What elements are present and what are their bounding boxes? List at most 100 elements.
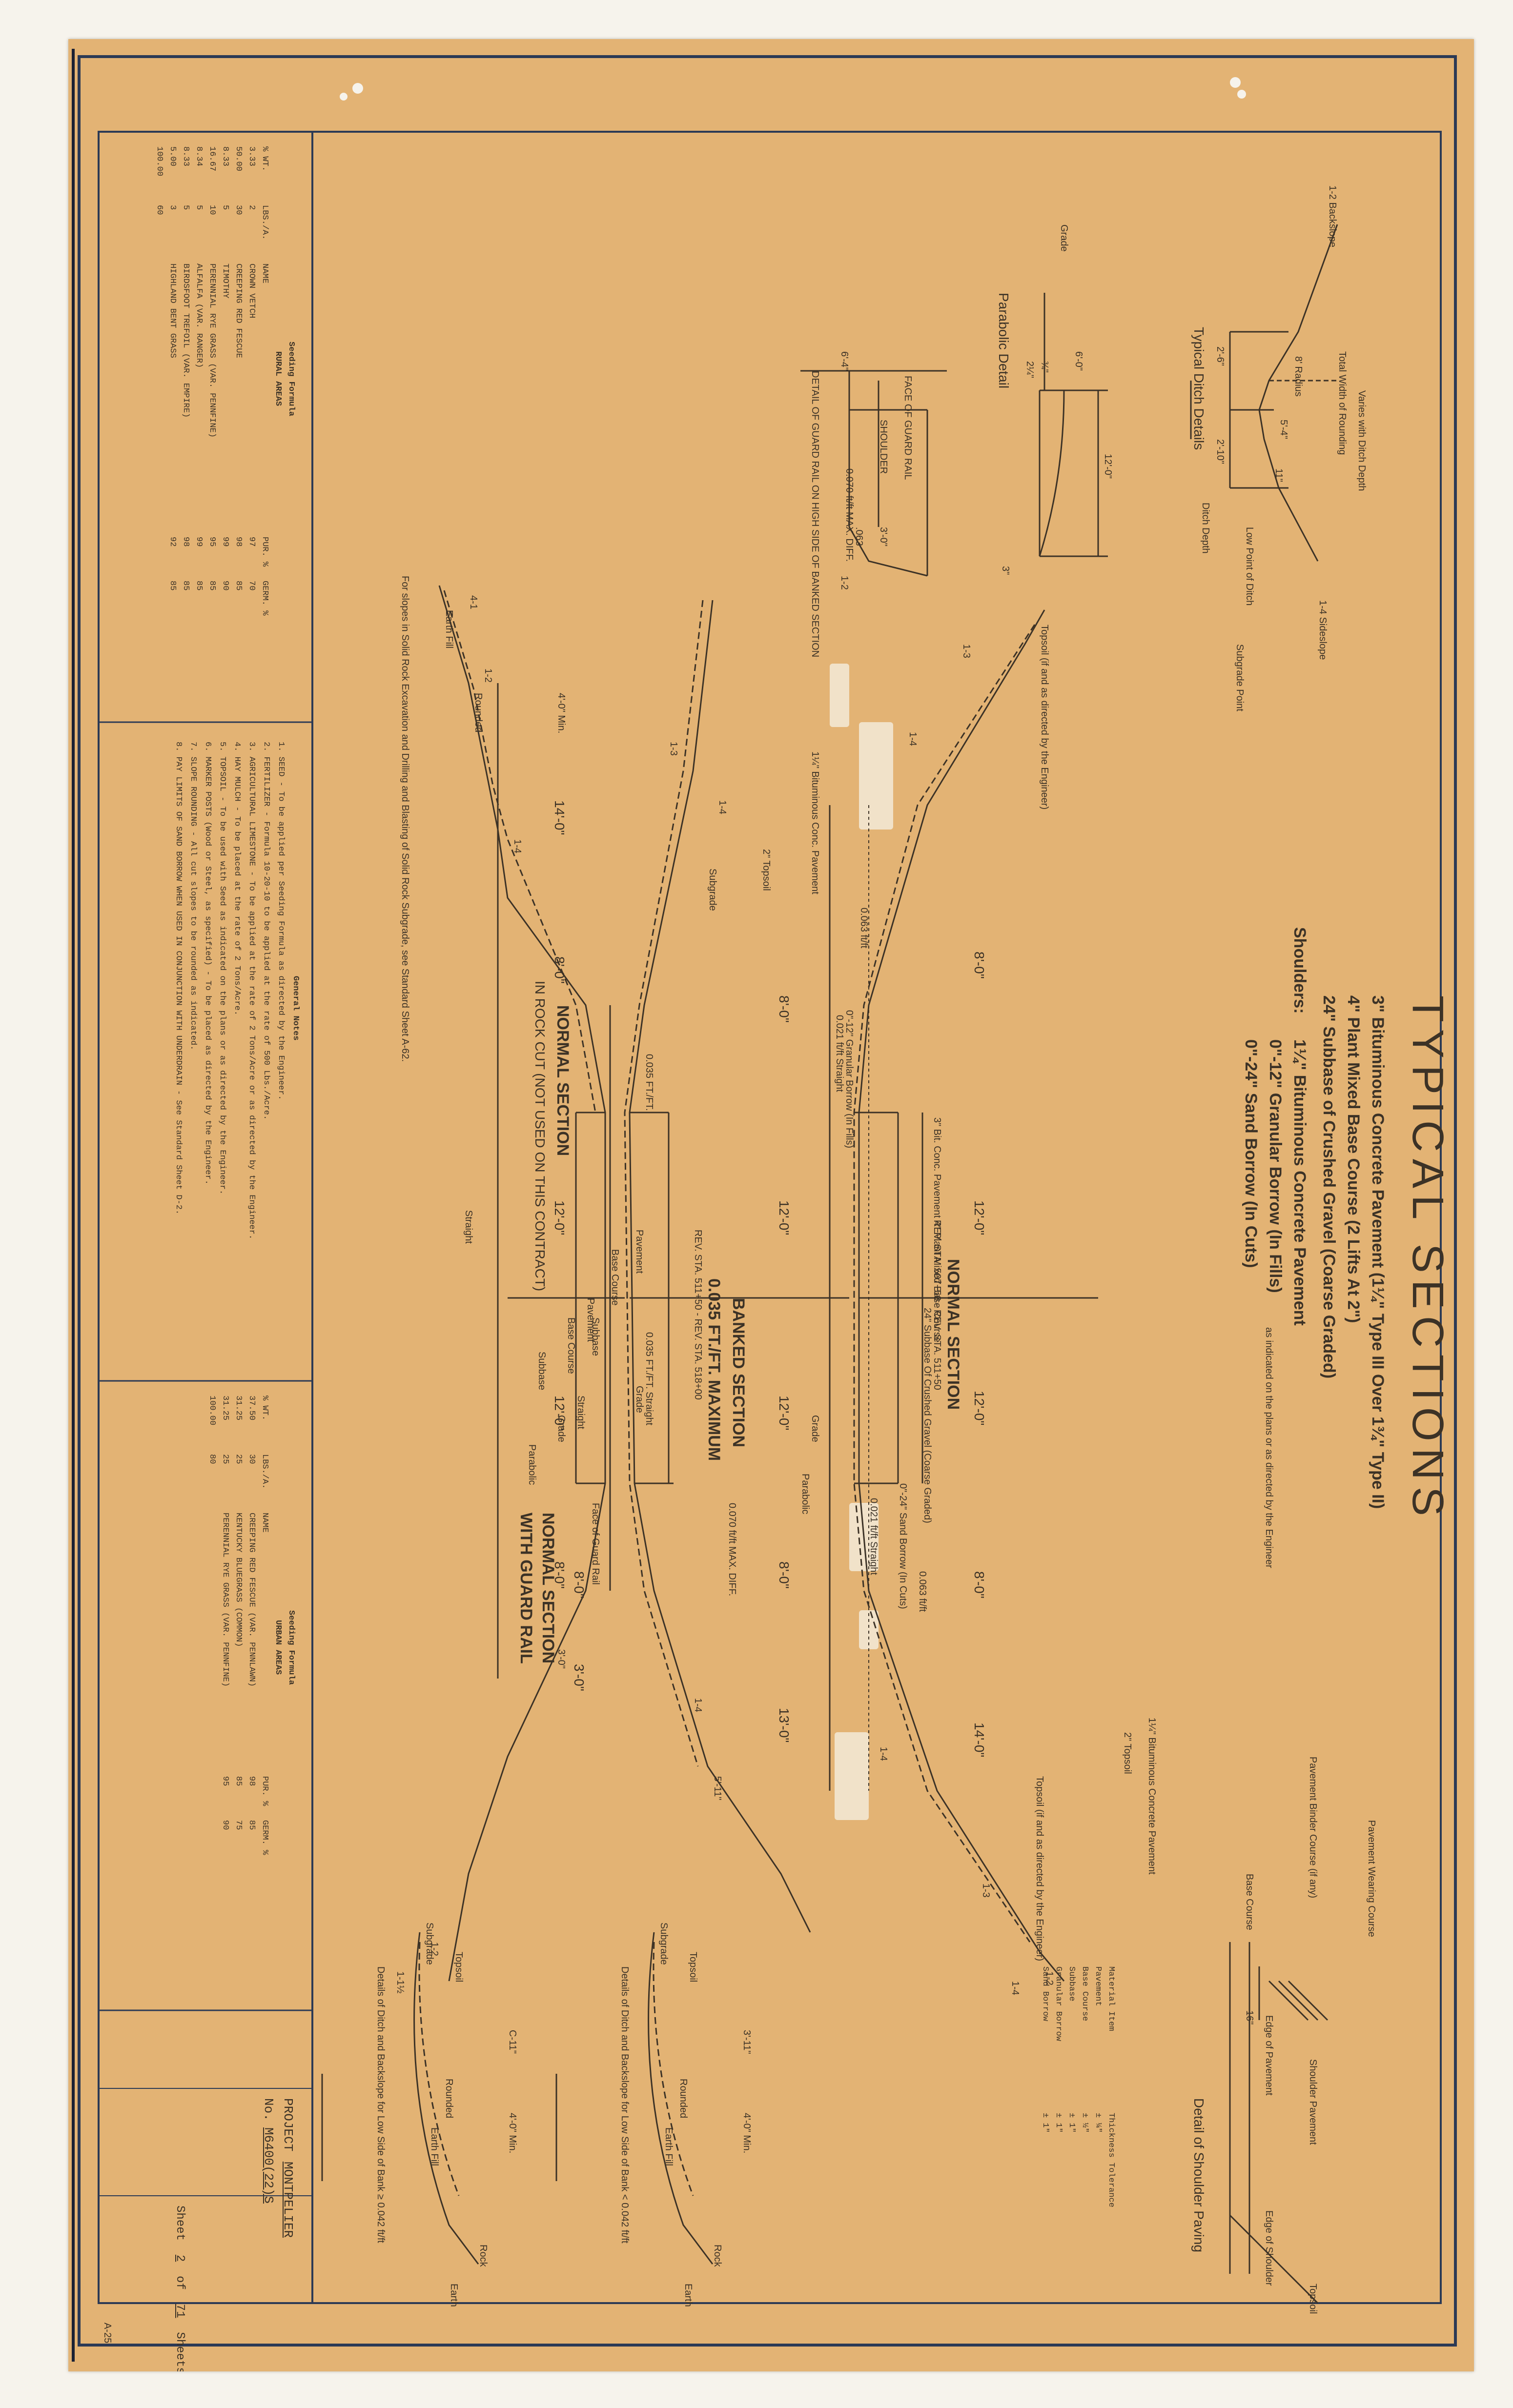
shoulder-edge-pave-label: Edge of Pavement	[1264, 2015, 1274, 2096]
seeding-urban-subtitle: URBAN AREAS	[273, 1620, 283, 1675]
banked-straight-label: Straight	[575, 1396, 586, 1429]
seeding-rural-row: 8.345ALFALFA (VAR. RANGER)9985	[194, 146, 204, 591]
label-slope-021-right: 0.021 ft/ft Straight	[868, 1498, 879, 1575]
rock-slope-14: 1-4	[512, 839, 523, 853]
banked-width-13-right: 13'-0"	[777, 1708, 792, 1743]
sheet-reference: A-25	[102, 2323, 113, 2344]
label-granular-borrow: 0"-12" Granular Borrow (In Fills)	[844, 1010, 855, 1149]
parabolic-dim-5: 3"	[1000, 566, 1011, 575]
ditch-detail-title: Typical Ditch Details	[1191, 327, 1206, 450]
paper-blemish	[859, 722, 893, 830]
rock-slope-41: 4-1	[468, 595, 479, 609]
rock-section-subtitle: IN ROCK CUT (NOT USED ON THIS CONTRACT)	[532, 981, 548, 1292]
label-topsoil-left: 2" Topsoil	[761, 849, 772, 891]
banked-width-8-left: 8'-0"	[777, 995, 792, 1023]
seeding-rural-row: 5.003HIGHLAND BENT GRASS9285	[168, 146, 177, 591]
ditch-a-earth: Earth	[683, 2284, 694, 2307]
tolerance-header: Material ItemThickness Tolerance	[1104, 1966, 1118, 2207]
tolerance-row: Base Course± ½"	[1080, 1966, 1089, 2133]
parabolic-title: Parabolic Detail	[996, 293, 1011, 389]
ditch-b-topsoil: Topsoil	[453, 1952, 464, 1983]
rock-section-lines	[438, 585, 606, 1982]
seeding-urban-row: 37.5030CREEPING RED FESCUE (VAR. PENNLAW…	[247, 1396, 256, 1830]
title-block: PROJECTMONTPELIER No.M6400(22)S	[259, 2098, 298, 2238]
seeding-rural-row: 3.332CROWN VETCH9770	[247, 146, 256, 591]
banked-section-stations: REV. STA. 511+50 - REV. STA. 518+00	[693, 1230, 703, 1400]
label-grade-normal: Grade	[810, 1415, 820, 1442]
banked-width-8-right: 8'-0"	[777, 1561, 792, 1589]
label-sand-borrow: 0"-24" Sand Borrow (In Cuts)	[898, 1483, 908, 1609]
normal-slope-13-right: 1-3	[981, 1883, 991, 1898]
ditch-a-earth-fill: Earth Fill	[663, 2127, 674, 2166]
paper-blemish	[830, 664, 849, 727]
banked-dim-5-11: 5'-11"	[712, 1776, 723, 1801]
rock-section-note: For slopes in Solid Rock Excavation and …	[400, 576, 410, 1062]
shoulder-binder-label: Pavement Binder Course (if any)	[1308, 1757, 1318, 1899]
parabolic-grade-label: Grade	[1059, 224, 1069, 252]
ditch-b-subgrade: Subgrade	[424, 1922, 435, 1965]
guard-section-title: NORMAL SECTION	[539, 1513, 557, 1664]
guard-section-subtitle: WITH GUARD RAIL	[517, 1513, 535, 1664]
rock-base-course-label: Base Course	[566, 1317, 576, 1374]
ditch-a-topsoil: Topsoil	[688, 1952, 698, 1983]
rock-rounded-label: Rounded	[473, 693, 484, 733]
ditch-radius-label: 8' Radius	[1293, 356, 1304, 397]
rock-slope-12: 1-2	[483, 668, 493, 683]
drawing-title: TYPICAL SECTIONS	[1403, 995, 1452, 1523]
rock-width-12-left: 12'-0"	[552, 1200, 567, 1235]
label-subbase-layer: 24" Subbase Of Crushed Gravel (Coarse Gr…	[922, 1308, 933, 1523]
normal-section-title: NORMAL SECTION	[944, 1259, 962, 1410]
shoulder-pavement-label: Shoulder Pavement	[1308, 2059, 1318, 2145]
ditch-backslope-title-b: Details of Ditch and Backslope for Low S…	[375, 1966, 386, 2243]
punch-hole	[1230, 77, 1241, 88]
ditch-b-earth: Earth	[449, 2284, 459, 2307]
general-note: 1. SEED - To be applied per Seeding Form…	[276, 742, 286, 1100]
thickness-header: Thickness Tolerance	[1106, 2113, 1116, 2207]
ditch-a-subgrade: Subgrade	[658, 1922, 669, 1965]
ditch-backslope-title-a: Details of Ditch and Backslope for Low S…	[619, 1966, 630, 2244]
seeding-rural-row: 16.6710PERENNIAL RYE GRASS (VAR. PENNFIN…	[207, 146, 217, 591]
ditch-varies-label: Varies with Ditch Depth	[1356, 390, 1367, 491]
label-slope-063-right: 0.063 ft/ft	[917, 1571, 928, 1612]
seeding-urban-title: Seeding Formula	[286, 1610, 296, 1685]
shoulder-detail-lines	[1229, 1942, 1329, 2304]
general-note: 6. MARKER POSTS (Wood or Steel, as speci…	[203, 742, 212, 1185]
shoulder-detail-title: Detail of Shoulder Paving	[1191, 2098, 1206, 2252]
banked-grade-label: Grade	[634, 1386, 645, 1413]
seeding-urban-header: % WT.LBS./A.NAMEPUR. %GERM. %	[260, 1396, 269, 1855]
seeding-rural-total: 100.0060	[155, 146, 164, 215]
legend-base-course: 4" Plant Mixed Base Course (2 Lifts At 2…	[1344, 995, 1363, 1323]
legend-shoulders-label: Shoulders:	[1290, 927, 1309, 1014]
tolerance-row: Sand Borrow± 1"	[1041, 1966, 1050, 2133]
legend-pavement: 3" Bituminous Concrete Pavement (1¼" Typ…	[1369, 995, 1387, 1509]
parabolic-dim-4: 2¼"	[1024, 361, 1035, 378]
punch-hole	[340, 93, 348, 101]
banked-width-12-left: 12'-0"	[777, 1200, 792, 1235]
guard-width-8: 8'-0"	[572, 1571, 587, 1599]
banked-slope-070: 0.070 ft/ft MAX. DIFF.	[727, 1503, 737, 1597]
rock-straight-label: Straight	[463, 1210, 474, 1244]
guard-rail-detail-lines	[800, 370, 947, 577]
tolerance-row: Subbase± 1"	[1067, 1966, 1076, 2133]
sheet-count: Sheet 2 of 71 Sheets	[173, 2206, 186, 2371]
material-header: Material Item	[1106, 1966, 1116, 2031]
banked-slope-035-straight: 0.035 FT./FT. Straight	[644, 1332, 654, 1426]
general-note: 4. HAY MULCH - To be placed at the rate …	[232, 742, 242, 1016]
legend-sand-borrow: 0"-24" Sand Borrow (In Cuts)	[1242, 1039, 1260, 1268]
ditch-backslope-label: 1-2 Backslope	[1327, 185, 1338, 247]
normal-width-8-left: 8'-0"	[972, 951, 987, 979]
normal-width-8-right: 8'-0"	[972, 1571, 987, 1599]
ditch-a-dim-1: 3'-11"	[741, 2030, 752, 2054]
parabolic-dim-2: 6'-0"	[1073, 351, 1084, 371]
general-note: 8. PAY LIMITS OF SAND BORROW WHEN USED I…	[174, 742, 183, 1215]
normal-width-12-left: 12'-0"	[972, 1200, 987, 1235]
guard-detail-title: DETAIL OF GUARD RAIL ON HIGH SIDE OF BAN…	[810, 371, 820, 658]
ditch-b-rounded: Rounded	[444, 2079, 454, 2119]
parabolic-dim-1: 12'-0"	[1103, 454, 1113, 479]
legend-granular-borrow: 0"-12" Granular Borrow (In Fills)	[1266, 1039, 1285, 1293]
inner-border	[98, 131, 1442, 2304]
rock-section-title: NORMAL SECTION	[553, 1005, 572, 1156]
ditch-a-rock: Rock	[712, 2245, 723, 2267]
banked-slope-13-left: 1-3	[668, 742, 679, 756]
punch-hole	[1237, 90, 1246, 99]
